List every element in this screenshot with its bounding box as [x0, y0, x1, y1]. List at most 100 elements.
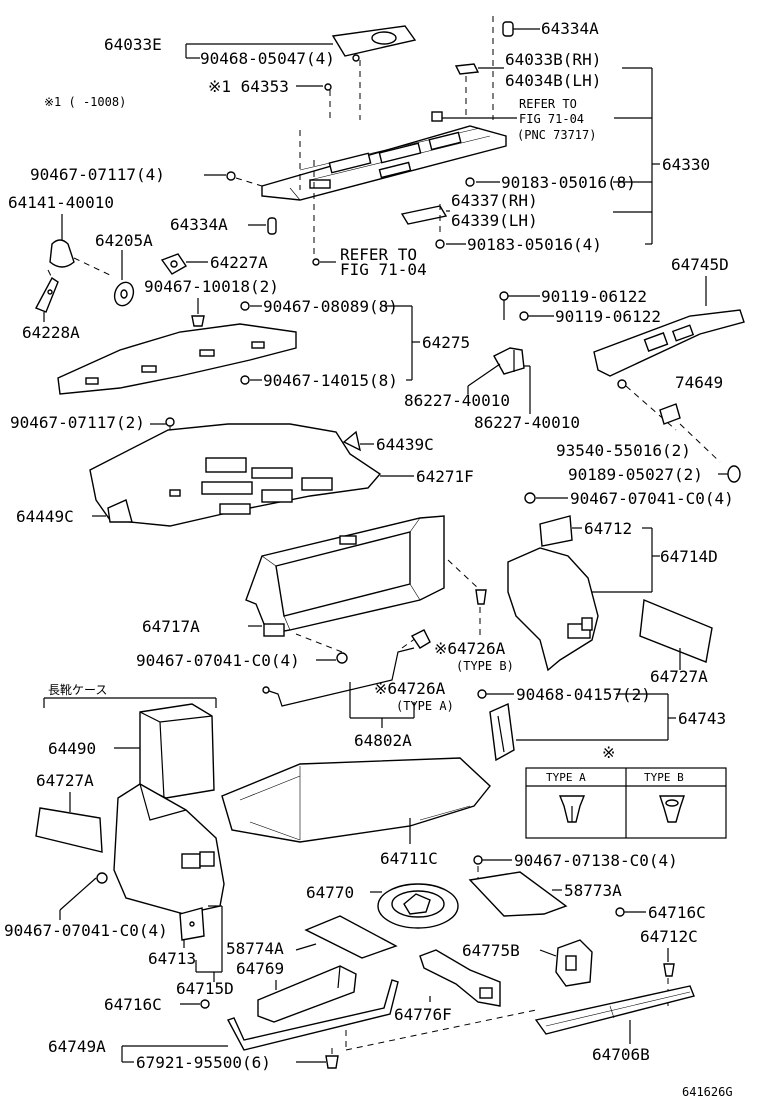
part-64490	[139, 703, 215, 799]
part-64714d	[507, 547, 599, 672]
label-90467-07041-c: 90467-07041-C0(4)	[4, 921, 168, 940]
label-64726A-b: ※64726A	[434, 639, 506, 658]
label-refer-1b: FIG 71-04	[519, 112, 584, 126]
part-64330-package-tray	[261, 125, 507, 201]
label-58774A: 58774A	[226, 939, 284, 958]
type-table-col-a: TYPE A	[546, 771, 586, 784]
part-74649	[659, 403, 681, 425]
type-table: ※ TYPE A TYPE B	[525, 743, 727, 839]
label-64339: 64339(LH)	[451, 211, 538, 230]
label-64334A-top: 64334A	[541, 19, 599, 38]
part-64743	[489, 702, 515, 762]
label-64743: 64743	[678, 709, 726, 728]
label-64726A-a: ※64726A	[374, 679, 446, 698]
part-90119-b	[519, 311, 529, 321]
part-64770	[377, 883, 459, 929]
label-64034B: 64034B(LH)	[505, 71, 601, 90]
label-64769: 64769	[236, 959, 284, 978]
label-64439C: 64439C	[376, 435, 434, 454]
part-64275-mat	[57, 323, 297, 395]
label-64714D: 64714D	[660, 547, 718, 566]
label-64712: 64712	[584, 519, 632, 538]
label-67921: 67921-95500(6)	[136, 1053, 271, 1072]
label-64716C-left: 64716C	[104, 995, 162, 1014]
part-64727a-right	[639, 598, 713, 663]
part-64449c	[107, 499, 133, 523]
ref-code: 641626G	[682, 1085, 733, 1099]
label-58773A: 58773A	[564, 881, 622, 900]
label-64337: 64337(RH)	[451, 191, 538, 210]
part-64715d-box	[113, 783, 225, 915]
label-64141-40010: 64141-40010	[8, 193, 114, 212]
label-refer-2a: REFER TO	[340, 245, 417, 264]
type-table-mark: ※	[602, 743, 615, 762]
part-58774a	[304, 915, 398, 959]
part-64712	[539, 515, 573, 547]
label-90467-07041-a: 90467-07041-C0(4)	[570, 489, 734, 508]
part-64439c	[342, 430, 362, 452]
part-64228a	[35, 276, 59, 313]
label-64776F: 64776F	[394, 1005, 452, 1024]
label-64749A: 64749A	[48, 1037, 106, 1056]
part-90467-10018	[191, 315, 205, 327]
clip-type-a-icon	[558, 795, 586, 823]
label-refer-2b: FIG 71-04	[340, 260, 427, 279]
part-64711c-mat	[221, 757, 491, 843]
label-64706B: 64706B	[592, 1045, 650, 1064]
clip-type-b-icon	[659, 795, 685, 823]
label-64716C-right: 64716C	[648, 903, 706, 922]
part-64727a-left	[35, 807, 103, 853]
label-64449C: 64449C	[16, 507, 74, 526]
label-64717A: 64717A	[142, 617, 200, 636]
part-64337	[400, 205, 448, 225]
label-90119-a: 90119-06122	[541, 287, 647, 306]
label-refer-1c: (PNC 73717)	[517, 128, 596, 142]
part-64033b	[454, 63, 480, 75]
label-64712C: 64712C	[640, 927, 698, 946]
note-mark: ※1 ( -1008)	[44, 95, 126, 109]
label-64775B: 64775B	[462, 941, 520, 960]
part-64033e	[331, 25, 417, 62]
type-table-col-b: TYPE B	[644, 771, 684, 784]
label-90183-05016-8: 90183-05016(8)	[501, 173, 636, 192]
part-67921	[325, 1055, 339, 1069]
label-64713: 64713	[148, 949, 196, 968]
box-label: 長靴ケース	[48, 683, 107, 697]
part-58773a	[468, 871, 568, 917]
label-64334A-mid: 64334A	[170, 215, 228, 234]
label-90189: 90189-05027(2)	[568, 465, 703, 484]
label-90467-07138: 90467-07138-C0(4)	[514, 851, 678, 870]
label-90183-05016-4: 90183-05016(4)	[467, 235, 602, 254]
label-90467-07117-2: 90467-07117(2)	[10, 413, 145, 432]
part-64227a	[160, 253, 187, 275]
label-90467-14015: 90467-14015(8)	[263, 371, 398, 390]
part-64769	[257, 965, 357, 1023]
label-86227-a: 86227-40010	[404, 391, 510, 410]
label-refer-1a: REFER TO	[519, 97, 577, 111]
label-64711C: 64711C	[380, 849, 438, 868]
label-64727A-left: 64727A	[36, 771, 94, 790]
label-90468-04157: 90468-04157(2)	[516, 685, 651, 704]
label-64271F: 64271F	[416, 467, 474, 486]
label-64770: 64770	[306, 883, 354, 902]
part-64713	[179, 907, 205, 941]
part-64717a	[245, 515, 445, 637]
label-90467-07117-4: 90467-07117(4)	[30, 165, 165, 184]
part-64726a-type-b	[475, 589, 487, 605]
part-64271f-mat	[89, 423, 382, 527]
label-64330: 64330	[662, 155, 710, 174]
label-typea: (TYPE A)	[396, 699, 454, 713]
label-64715D: 64715D	[176, 979, 234, 998]
label-90467-08089: 90467-08089(8)	[263, 297, 398, 316]
label-90119-b: 90119-06122	[555, 307, 661, 326]
part-90119-a	[499, 291, 509, 320]
part-64745d	[593, 309, 745, 377]
label-64033B: 64033B(RH)	[505, 50, 601, 69]
label-64353: ※1 64353	[208, 77, 289, 96]
part-64141	[49, 239, 75, 268]
part-64749a	[226, 979, 399, 1051]
part-64205a	[113, 281, 135, 307]
part-64726a-clip	[410, 629, 431, 649]
label-64205A: 64205A	[95, 231, 153, 250]
